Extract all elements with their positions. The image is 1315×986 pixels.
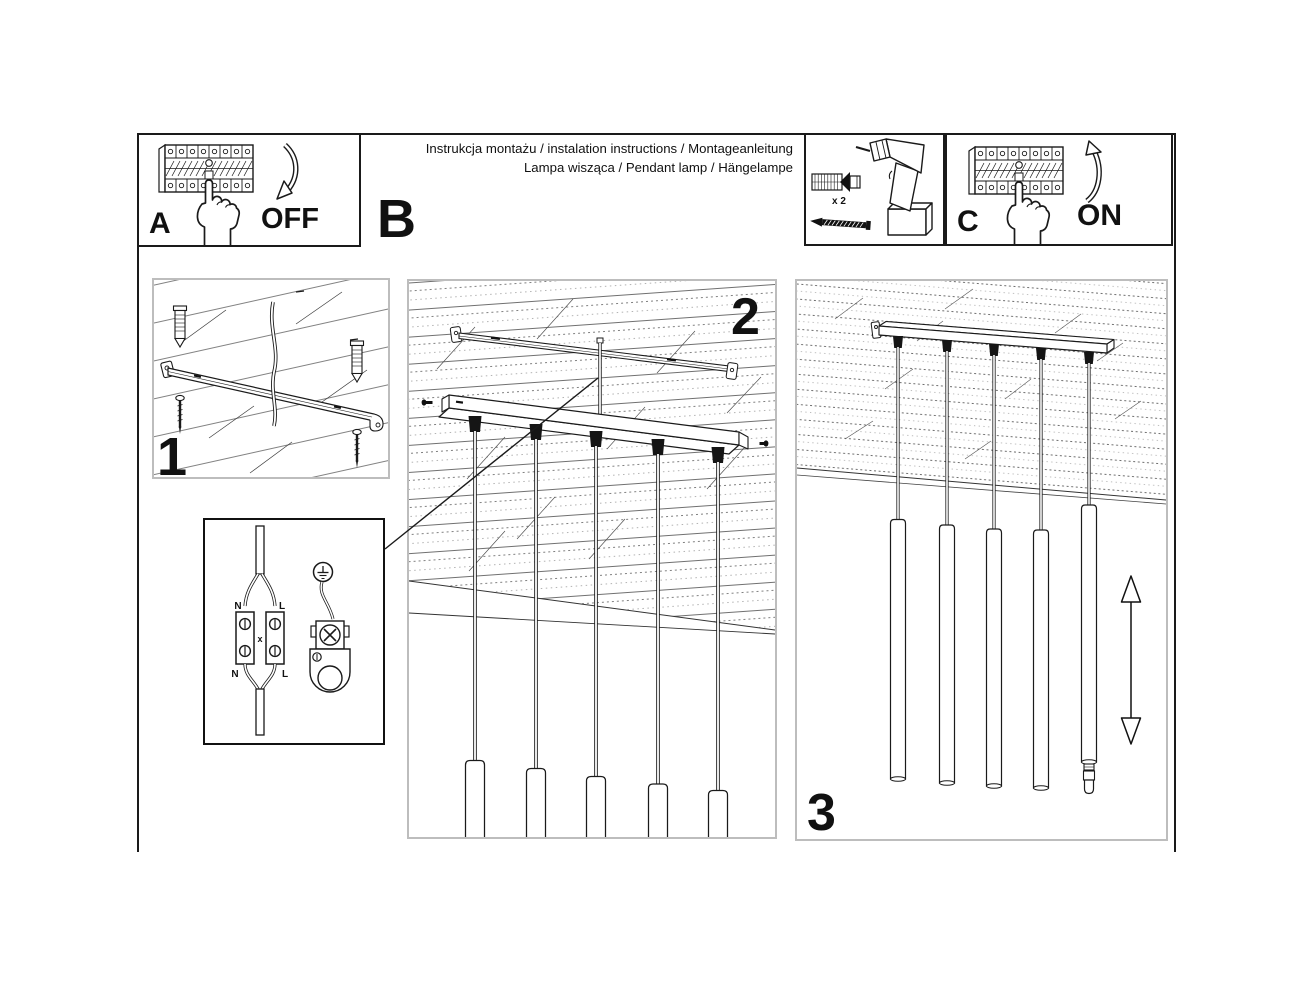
tools-box: x 2 xyxy=(804,133,945,246)
pendant-tubes xyxy=(889,504,1098,791)
mounting-rail xyxy=(160,360,384,432)
cable-grommets xyxy=(893,336,1094,364)
bulb-icon xyxy=(1082,763,1096,795)
wall-plug-icon xyxy=(172,305,188,349)
supply-cable xyxy=(243,525,277,607)
step-3-number: 3 xyxy=(807,784,836,842)
earth-wire xyxy=(319,581,335,620)
earth-symbol-icon xyxy=(312,561,334,583)
title-line-1: Instrukcja montażu / instalation instruc… xyxy=(425,141,793,156)
step-1-illustration xyxy=(154,280,388,477)
dowel-quantity-label: x 2 xyxy=(832,196,846,207)
step-c-box: C ON xyxy=(945,133,1173,246)
screw-icon xyxy=(175,394,185,434)
arrow-down-icon xyxy=(276,143,299,200)
step-c-state: ON xyxy=(1077,199,1122,232)
step-1-number: 1 xyxy=(157,427,188,487)
mounting-rail xyxy=(449,326,739,380)
height-adjust-arrow-icon xyxy=(1120,575,1142,745)
canopy-bar xyxy=(870,320,1115,354)
screw-icon xyxy=(759,440,769,447)
page-frame xyxy=(137,133,1176,852)
step-a-box: A OFF xyxy=(137,133,361,247)
step-c-label: C xyxy=(957,205,979,238)
step-2-number: 2 xyxy=(731,288,760,346)
n-top-label: N xyxy=(234,601,241,612)
arrow-up-icon xyxy=(1085,140,1102,204)
step-2-illustration xyxy=(409,281,775,837)
wall-plug-icon xyxy=(811,172,861,192)
pendant-cables xyxy=(896,347,1091,532)
ceiling-planks xyxy=(797,281,1166,505)
wiring-illustration: N L x N L xyxy=(231,525,351,736)
drill-icon xyxy=(855,138,933,236)
breaker-off-illustration xyxy=(158,143,299,245)
step-2-panel: 2 xyxy=(407,279,777,839)
wiring-detail-box: N L x N L xyxy=(203,518,385,745)
step-3-illustration xyxy=(797,281,1166,795)
wall-plug-icon xyxy=(349,340,365,384)
step-a-state: OFF xyxy=(261,203,319,235)
earth-terminal-clamp xyxy=(310,620,350,650)
pendant-tubes xyxy=(464,759,729,837)
lamp-cable xyxy=(243,663,277,736)
terminal-block xyxy=(235,611,285,665)
screw-icon xyxy=(810,217,871,231)
strain-relief-bracket xyxy=(309,648,351,693)
n-bottom-label: N xyxy=(231,669,238,680)
step-3-panel: 3 xyxy=(795,279,1168,841)
terminal-x-mark: x xyxy=(257,634,262,644)
step-a-label: A xyxy=(149,207,171,240)
tools-illustration: x 2 xyxy=(810,138,933,236)
breaker-on-illustration xyxy=(968,140,1102,244)
title-line-2: Lampa wisząca / Pendant lamp / Hängelamp… xyxy=(523,160,793,175)
step-1-panel: 1 xyxy=(152,278,390,484)
hand-icon xyxy=(1006,181,1051,244)
sheet-title: Instrukcja montażu / instalation instruc… xyxy=(393,139,793,177)
screw-icon xyxy=(352,428,362,468)
step-b-label: B xyxy=(377,189,416,249)
power-cable xyxy=(270,301,278,427)
hand-icon xyxy=(196,179,241,245)
l-bottom-label: L xyxy=(282,669,288,680)
suspension-cable xyxy=(596,337,604,414)
l-top-label: L xyxy=(279,601,285,612)
